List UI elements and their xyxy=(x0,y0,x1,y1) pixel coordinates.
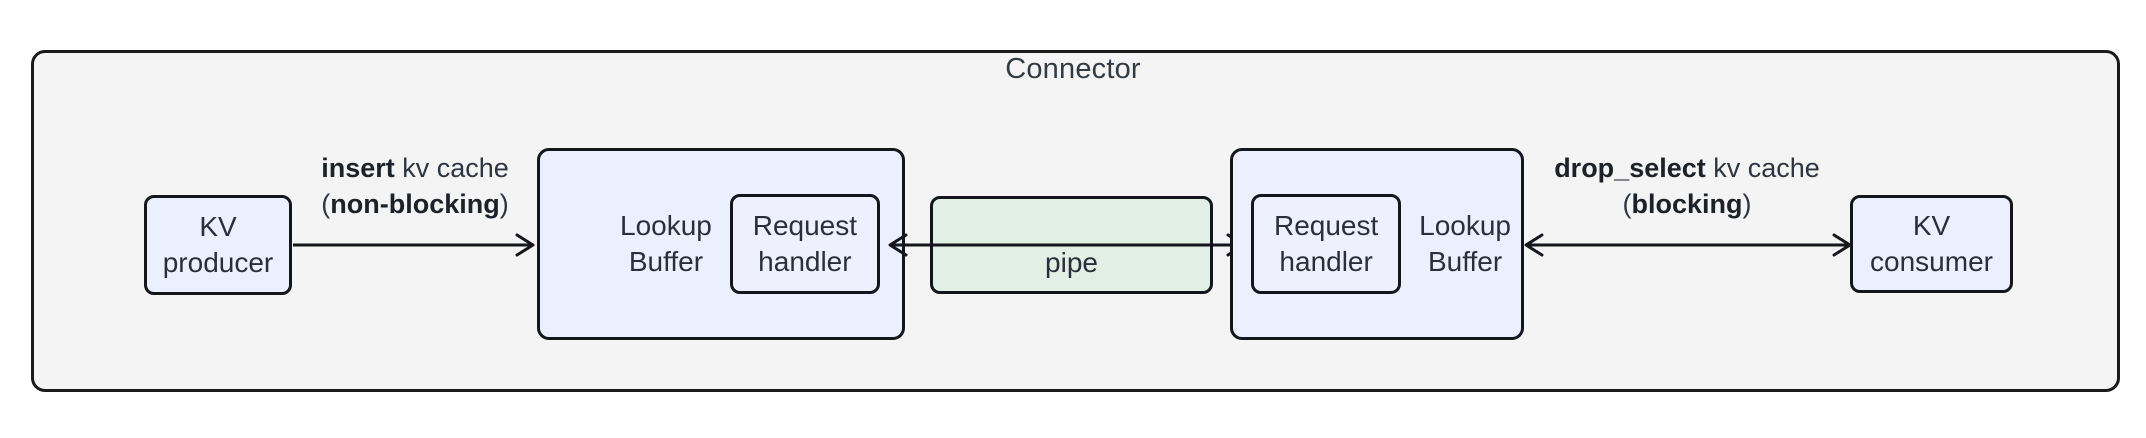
request-handler-left-line2: handler xyxy=(758,246,852,277)
edge-label-insert-line2: (non-blocking) xyxy=(293,186,537,222)
request-handler-right-line1: Request xyxy=(1273,210,1379,242)
edge-label-insert: insert kv cache (non-blocking) xyxy=(293,150,537,223)
edge-label-drop-select: drop_select kv cache (blocking) xyxy=(1524,150,1850,223)
request-handler-left[interactable]: Request handler xyxy=(729,194,880,294)
edge-label-insert-rest: kv cache xyxy=(394,153,509,183)
arrow-insert xyxy=(293,233,535,257)
lookup-buffer-right-line2: Buffer xyxy=(1427,246,1503,277)
pipe-label: pipe xyxy=(1045,247,1098,278)
kv-producer-label-line1: KV xyxy=(199,211,237,243)
lookup-buffer-right[interactable]: Lookup Buffer Request handler xyxy=(1230,148,1524,340)
arrow-pipe-link xyxy=(888,233,1246,257)
kv-consumer-node[interactable]: KV consumer xyxy=(1850,195,2013,293)
edge-label-insert-paren-close: ) xyxy=(499,189,509,220)
kv-consumer-label-line1: KV xyxy=(1912,210,1951,242)
lookup-buffer-right-line1: Lookup xyxy=(1419,209,1511,241)
edge-label-insert-line1: insert kv cache xyxy=(293,150,537,186)
kv-producer-node[interactable]: KV producer xyxy=(144,195,292,295)
lookup-buffer-right-label: Lookup Buffer xyxy=(1419,208,1511,281)
arrow-drop-select xyxy=(1524,233,1852,257)
edge-label-insert-paren-open: ( xyxy=(321,189,331,220)
edge-label-insert-op: insert xyxy=(321,153,395,183)
connector-title: Connector xyxy=(1005,53,1141,85)
request-handler-left-line1: Request xyxy=(752,210,858,242)
edge-label-drop-select-op: drop_select xyxy=(1554,153,1706,183)
edge-label-drop-select-paren-close: ) xyxy=(1742,189,1752,220)
kv-producer-label-line2: producer xyxy=(162,247,274,278)
lookup-buffer-left-label: Lookup Buffer xyxy=(620,208,712,281)
edge-label-drop-select-rest: kv cache xyxy=(1705,153,1820,183)
lookup-buffer-left-line2: Buffer xyxy=(628,246,704,277)
edge-label-drop-select-line1: drop_select kv cache xyxy=(1524,150,1850,186)
edge-label-insert-mode: non-blocking xyxy=(330,189,500,220)
request-handler-right[interactable]: Request handler xyxy=(1251,194,1402,294)
edge-label-drop-select-paren-open: ( xyxy=(1622,189,1632,220)
lookup-buffer-left-line1: Lookup xyxy=(620,209,712,241)
lookup-buffer-left[interactable]: Lookup Buffer Request handler xyxy=(537,148,905,340)
edge-label-drop-select-mode: blocking xyxy=(1631,189,1743,220)
kv-consumer-label-line2: consumer xyxy=(1870,246,1993,277)
request-handler-right-line2: handler xyxy=(1279,246,1373,277)
edge-label-drop-select-line2: (blocking) xyxy=(1524,186,1850,222)
